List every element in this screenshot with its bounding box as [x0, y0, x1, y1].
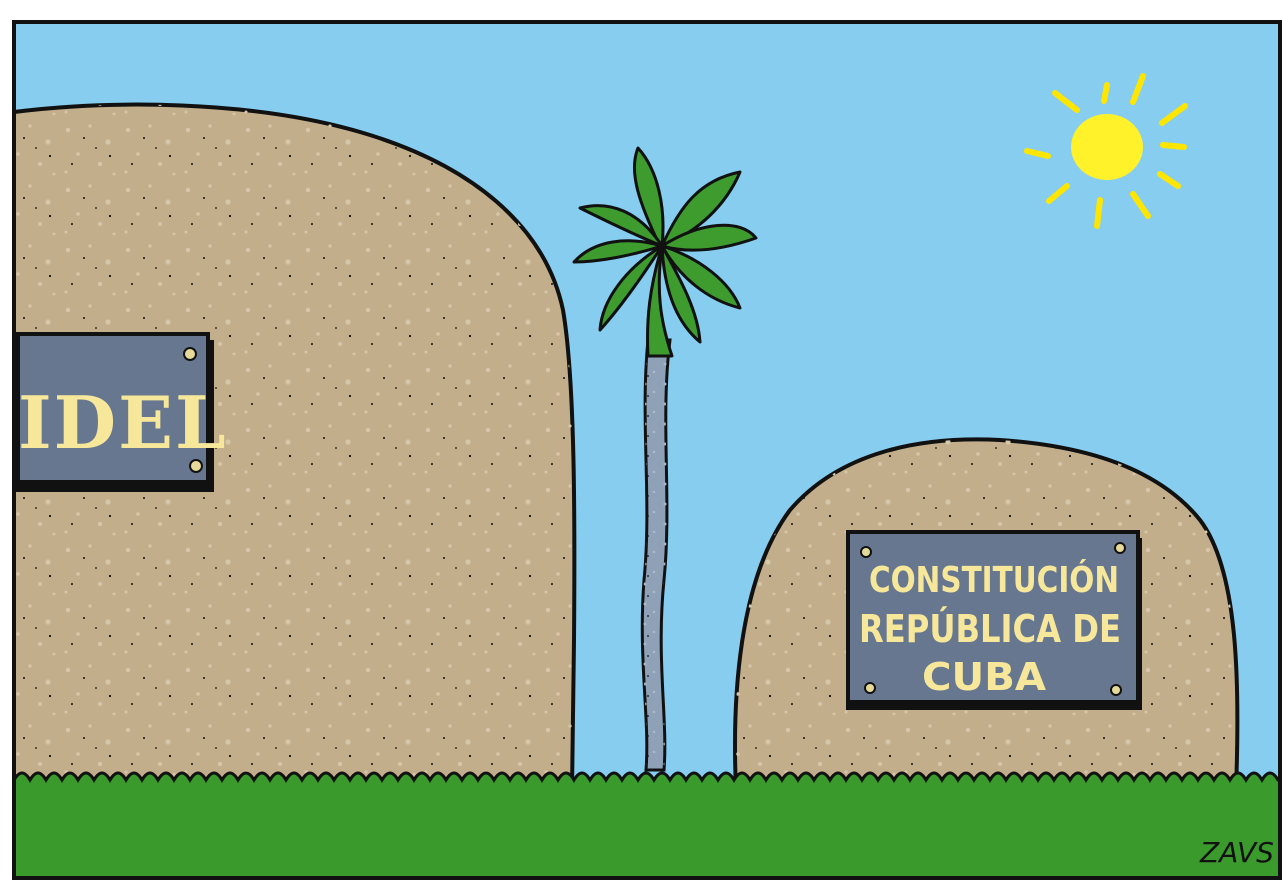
artist-signature: ZAVS — [1199, 836, 1274, 869]
right-plaque-line1: CONSTITUCIÓN — [869, 559, 1119, 601]
right-plaque-line2: REPÚBLICA DE — [859, 607, 1121, 651]
right-plaque: CONSTITUCIÓN REPÚBLICA DE CUBA — [846, 530, 1142, 710]
panel-border — [12, 20, 1282, 880]
grass — [12, 771, 1282, 880]
palm-leaves-icon — [572, 146, 758, 358]
right-plaque-line3: CUBA — [922, 655, 1047, 699]
left-plaque: IDEL — [14, 332, 228, 492]
left-plaque-text: IDEL — [18, 380, 228, 465]
sun-icon — [1024, 73, 1188, 229]
